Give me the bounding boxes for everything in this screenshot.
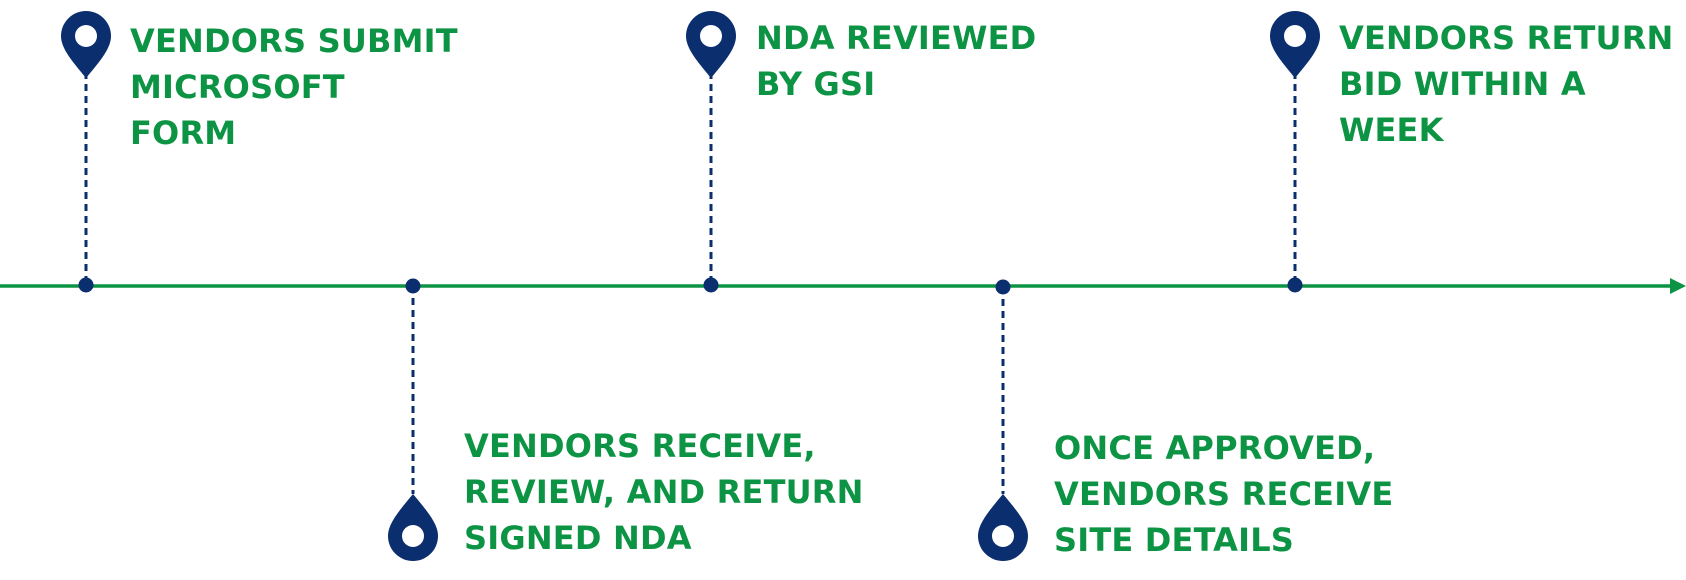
step-2-text: VENDORS RECEIVE, REVIEW, AND RETURN SIGN… [464,427,864,557]
map-pin-icon [978,494,1028,561]
map-pin-icon [686,11,736,78]
timeline-node-5 [1287,277,1303,293]
step-5-text: VENDORS RETURN BID WITHIN A WEEK [1339,19,1674,149]
arrowhead-icon [1670,278,1686,294]
timeline-node-1 [78,277,94,293]
timeline-node-4 [995,279,1011,295]
step-4-text: ONCE APPROVED, VENDORS RECEIVE SITE DETA… [1054,429,1394,559]
timeline-node-3 [703,277,719,293]
step-3-text: NDA REVIEWED BY GSI [756,19,1037,103]
timeline-node-2 [405,278,421,294]
map-pin-icon [1270,11,1320,78]
map-pin-icon [388,494,438,561]
map-pin-icon [61,11,111,78]
step-1-text: VENDORS SUBMIT MICROSOFT FORM [130,22,458,152]
